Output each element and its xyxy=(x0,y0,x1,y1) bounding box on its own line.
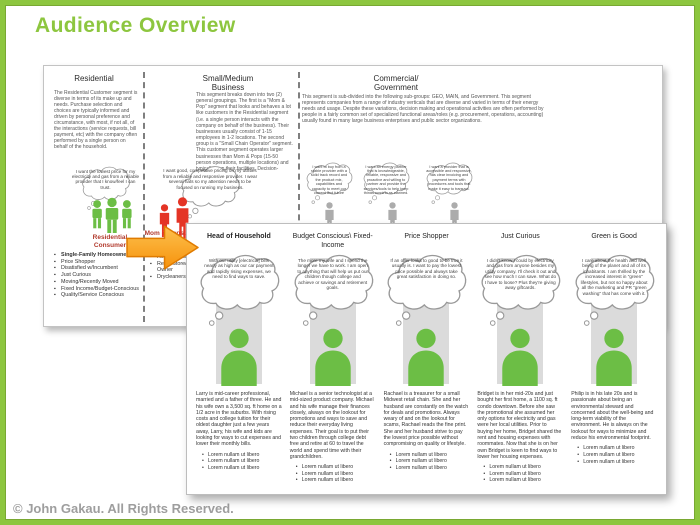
persona-bullet-list: Lorem nullam ut libero Lorem nullam ut l… xyxy=(290,464,376,484)
persona-just-curious: Just Curious I didn't know I could by el… xyxy=(473,228,567,490)
segment-bullet-list: Single-Family Homeowner Price Shopper Di… xyxy=(54,252,144,299)
segment-title-smb: Small/Medium Business xyxy=(202,74,254,92)
persona-budget-conscious: Budget Conscious\ Fixed-Income The more … xyxy=(286,228,380,490)
list-item: Price Shopper xyxy=(54,259,144,266)
list-item: Lorem nullam ut libero xyxy=(390,458,470,465)
segment-title-residential: Residential xyxy=(74,74,114,83)
persona-bullet-list: Lorem nullam ut libero Lorem nullam ut l… xyxy=(384,452,470,472)
person-icon xyxy=(498,328,542,386)
list-item: Lorem nullam ut libero xyxy=(577,445,657,452)
list-item: Just Curious xyxy=(54,272,144,279)
segment-description: This segment breaks down into two (2) ge… xyxy=(196,92,293,170)
persona-description: Bridget is in her mid-20s and just bough… xyxy=(477,391,562,460)
person-icon xyxy=(217,328,261,386)
arrow-right-icon xyxy=(126,225,199,270)
persona-bullet-list: Lorem nullam ut libero Lorem nullam ut l… xyxy=(571,445,657,465)
list-item: Disatisfied w/Incumbent xyxy=(54,265,144,272)
persona-head-of-household: Head of Household With our utility [elec… xyxy=(192,228,286,490)
persona-description: Philip is in his late 20s and is passion… xyxy=(571,391,654,442)
persona-description: Rachael is a treasurer for a small Midwe… xyxy=(383,391,469,448)
segment-description: This segment is sub-divided into the fol… xyxy=(302,94,544,124)
persona-bullet-list: Lorem nullam ut libero Lorem nullam ut l… xyxy=(477,464,563,484)
persona-label: Residential Consumer xyxy=(92,234,128,249)
list-item: Lorem nullam ut libero xyxy=(577,459,657,466)
segment-description: The Residential Customer segment is dive… xyxy=(54,90,138,148)
list-item: Lorem nullam ut libero xyxy=(296,477,376,484)
list-item: Lorem nullam ut libero xyxy=(296,464,376,471)
list-item: Lorem nullam ut libero xyxy=(483,471,563,478)
list-item: Retail Store/Store Owner xyxy=(150,261,210,274)
list-item: Lorem nullam ut libero xyxy=(390,465,470,472)
list-item: Lorem nullam ut libero xyxy=(202,452,282,459)
personas-panel: Head of Household With our utility [elec… xyxy=(186,223,667,495)
list-item: Drycleaners xyxy=(150,274,210,281)
list-item: Lorem nullam ut libero xyxy=(483,464,563,471)
person-icon xyxy=(404,328,448,386)
thought-bubble: I want the lowest price for my electrici… xyxy=(63,165,148,211)
list-item: Lorem nullam ut libero xyxy=(296,471,376,478)
list-item: Lorem nullam ut libero xyxy=(483,477,563,484)
list-item: Fixed Income/Budget-Conscious xyxy=(54,286,144,293)
persona-price-shopper: Price Shopper If an offer looks to good … xyxy=(380,228,474,490)
thought-bubble: I want good, competitive pricing on my u… xyxy=(152,164,268,220)
list-item: Lorem nullam ut libero xyxy=(202,458,282,465)
list-item: Lorem nullam ut libero xyxy=(577,452,657,459)
persona-title: Head of Household xyxy=(207,233,271,240)
thought-bubble: I want an energy partner that is knowled… xyxy=(358,161,414,205)
list-item: Single-Family Homeowner xyxy=(54,252,144,259)
thought-bubble: If an offer looks to good to be true it … xyxy=(382,252,470,328)
thought-bubble: I care about the health and well being o… xyxy=(570,252,658,328)
list-item: Lorem nullam ut libero xyxy=(390,452,470,459)
person-icon xyxy=(311,328,355,386)
persona-green-is-good: Green is Good I care about the health an… xyxy=(567,228,661,490)
segment-divider xyxy=(143,72,145,322)
copyright-text: © John Gakau. All Rights Reserved. xyxy=(13,501,234,516)
segment-title-commercial: Commercial/ Government xyxy=(373,74,419,92)
thought-bubble: I want to buy from a stable provider wit… xyxy=(304,161,354,205)
persona-title: Budget Conscious\ Fixed-Income xyxy=(292,233,373,249)
list-item: Moving/Recently Moved xyxy=(54,279,144,286)
persona-description: Michael is a senior technologist at a mi… xyxy=(289,391,374,460)
thought-bubble: I didn't know I could by electricity and… xyxy=(476,252,564,328)
list-item: Lorem nullam ut libero xyxy=(202,465,282,472)
persona-title: Price Shopper xyxy=(404,233,449,240)
thought-bubble: The more my wife and I spend the longer … xyxy=(289,252,377,328)
segment-divider xyxy=(298,72,300,322)
thought-bubble: With our utility [electrical] bills near… xyxy=(195,252,283,328)
persona-title: Just Curious xyxy=(500,233,540,240)
person-icon xyxy=(592,328,636,386)
persona-bullet-list: Lorem nullam ut libero Lorem nullam ut l… xyxy=(196,452,282,472)
page-title: Audience Overview xyxy=(35,14,236,37)
thought-bubble: I want a provider that is accessible and… xyxy=(420,161,478,205)
list-item: Quality/Service Conscious xyxy=(54,292,144,299)
persona-description: Larry is mid-career professional, marrie… xyxy=(196,391,282,448)
persona-title: Green is Good xyxy=(591,233,637,240)
